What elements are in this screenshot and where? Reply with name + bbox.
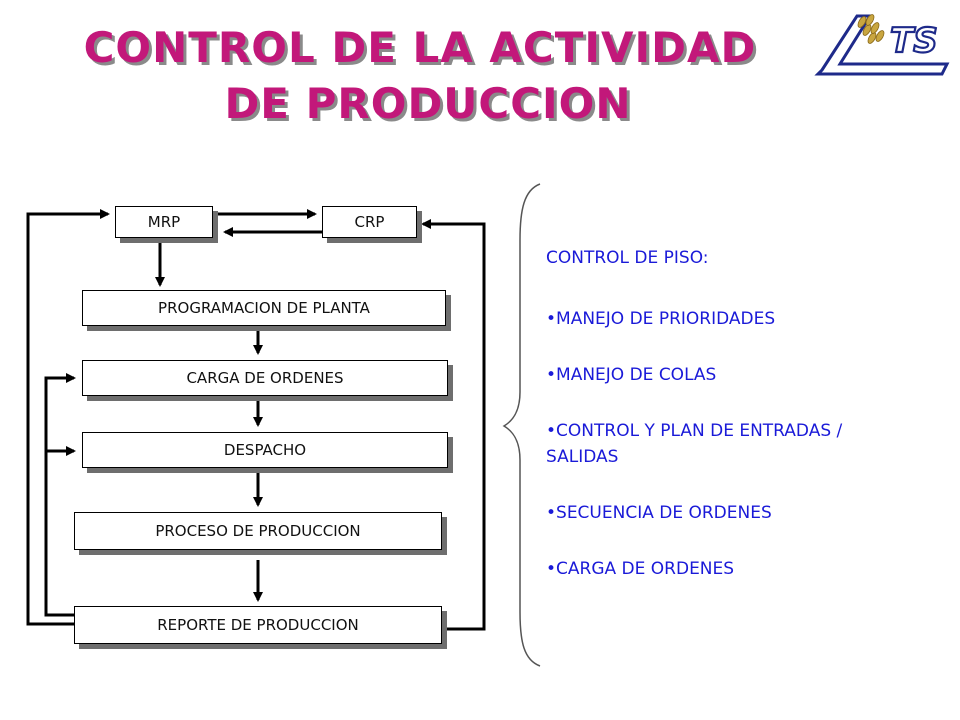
panel-item: •MANEJO DE PRIORIDADES: [546, 309, 776, 329]
box-mrp: MRP: [115, 206, 213, 238]
panel-item: •MANEJO DE COLAS: [546, 365, 717, 385]
curly-brace: [502, 183, 541, 667]
page-title-line-1: CONTROL DE LA ACTIVIDAD: [83, 23, 757, 72]
box-despacho: DESPACHO: [82, 432, 448, 468]
box-carga-de-ordenes: CARGA DE ORDENES: [82, 360, 448, 396]
wheat-logo-icon: TS: [814, 14, 950, 76]
panel-item: •SECUENCIA DE ORDENES: [546, 503, 772, 523]
box-crp: CRP: [322, 206, 417, 238]
box-reporte-de-produccion: REPORTE DE PRODUCCION: [74, 606, 442, 644]
panel-item: •CONTROL Y PLAN DE ENTRADAS / SALIDAS: [546, 421, 843, 467]
feedback-reporte-mrp: [26, 209, 110, 626]
box-programacion-de-planta: PROGRAMACION DE PLANTA: [82, 290, 446, 326]
logo-text: TS: [890, 21, 938, 61]
control-de-piso-panel: CONTROL DE PISO: •MANEJO DE PRIORIDADES …: [546, 248, 946, 612]
panel-title: CONTROL DE PISO:: [546, 248, 709, 268]
box-proceso-de-produccion: PROCESO DE PRODUCCION: [74, 512, 442, 550]
feedback-reporte-crp: [421, 219, 486, 631]
panel-item: •CARGA DE ORDENES: [546, 559, 735, 579]
page-title-line-2: DE PRODUCCION: [224, 79, 632, 128]
feedback-reporte-carga: [44, 373, 76, 617]
